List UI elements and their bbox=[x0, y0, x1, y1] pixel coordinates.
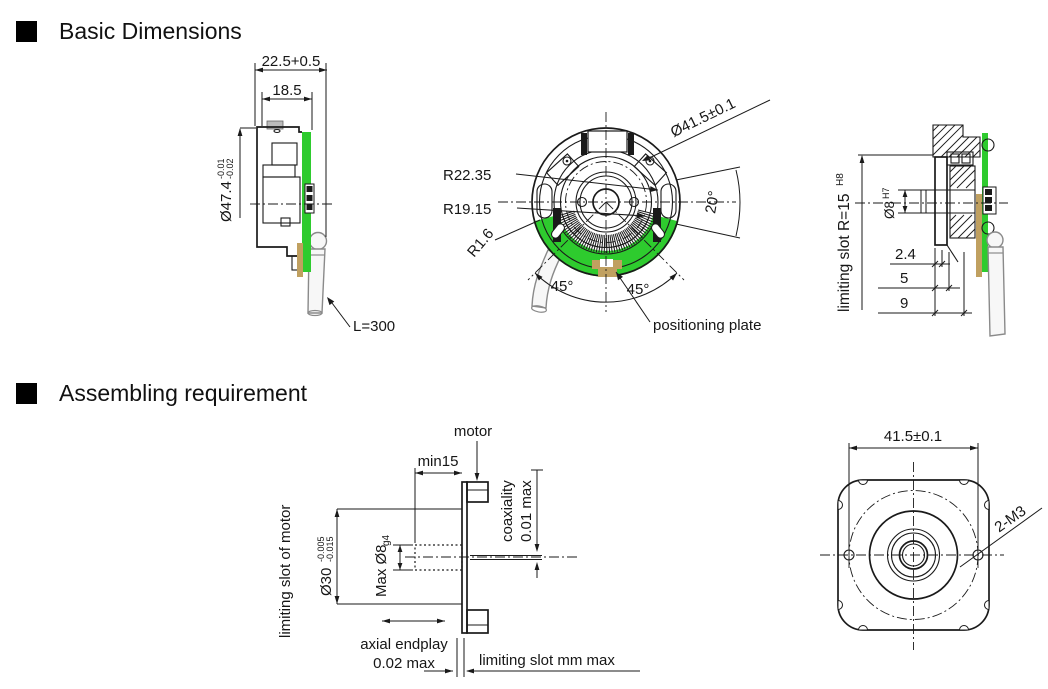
svg-text:-0.01: -0.01 bbox=[216, 158, 226, 179]
section-assembling-requirement-header: Assembling requirement bbox=[16, 380, 307, 407]
motor-shaft-envelope bbox=[414, 544, 463, 571]
angle-left-label: 45° bbox=[551, 278, 574, 295]
motor-label: motor bbox=[454, 423, 492, 440]
pcb-green-arc bbox=[533, 214, 679, 277]
positioning-plate-edge bbox=[976, 194, 982, 277]
svg-text:H7: H7 bbox=[881, 187, 891, 199]
dimension-lines bbox=[494, 99, 771, 323]
dimension-lines bbox=[237, 63, 351, 328]
encoder-hub-section bbox=[920, 151, 976, 263]
depth-3-label: 9 bbox=[900, 295, 908, 312]
clamp-details bbox=[536, 130, 677, 242]
hole-spacing-label: 41.5±0.1 bbox=[884, 428, 942, 445]
angle-window-label: 20° bbox=[702, 190, 723, 215]
coaxiality-label: coaxiality bbox=[499, 480, 516, 542]
positioning-plate-label: positioning plate bbox=[653, 317, 761, 334]
limiting-slot-label: limiting slot R=15 H8 bbox=[835, 173, 853, 312]
positioning-plate bbox=[592, 259, 622, 277]
centerlines bbox=[498, 112, 736, 312]
axial-endplay-value-label: 0.02 max bbox=[373, 655, 435, 672]
angle-right-label: 45° bbox=[627, 281, 650, 298]
section-title: Basic Dimensions bbox=[59, 18, 242, 44]
dimension-lines bbox=[848, 443, 1043, 568]
svg-text:Ø8: Ø8 bbox=[882, 201, 897, 219]
motor-flange bbox=[337, 481, 489, 634]
dim-overall-depth: 22.5+0.5 bbox=[262, 53, 321, 70]
dim-body-depth: 18.5 bbox=[272, 82, 301, 99]
svg-text:Ø30: Ø30 bbox=[318, 568, 335, 596]
cable-length-label: L=300 bbox=[353, 318, 395, 335]
flange-outline bbox=[837, 479, 990, 631]
screw-head bbox=[981, 221, 995, 235]
svg-text:-0.005: -0.005 bbox=[316, 536, 326, 562]
mounting-section-view: limiting slot R=15 H8 Ø8 H7 2.4 5 9 bbox=[835, 124, 1008, 337]
radius-inner-label: R19.15 bbox=[443, 201, 491, 218]
positioning-plate-edge bbox=[297, 243, 303, 277]
axial-endplay-label: axial endplay bbox=[360, 636, 448, 653]
depth-2-label: 5 bbox=[900, 270, 908, 287]
radius-outer-label: R22.35 bbox=[443, 167, 491, 184]
side-section-view: 22.5+0.5 18.5 Ø47.4 -0.01 -0.02 L=300 bbox=[216, 53, 395, 335]
depth-1-label: 2.4 bbox=[895, 246, 916, 263]
encoder-body-outline bbox=[256, 120, 303, 271]
front-view: R22.35 R19.15 R1.6 Ø41.5±0.1 20° 45° 45°… bbox=[443, 95, 771, 334]
svg-text:-0.02: -0.02 bbox=[225, 158, 235, 179]
svg-text:Max Ø8: Max Ø8 bbox=[373, 544, 390, 597]
bore-label: Ø8 H7 bbox=[881, 187, 897, 219]
section-basic-dimensions-header: Basic Dimensions bbox=[16, 18, 242, 45]
cable bbox=[307, 231, 328, 317]
screw-head bbox=[981, 138, 995, 152]
dimension-lines bbox=[858, 154, 972, 317]
section-bullet-icon bbox=[16, 383, 37, 404]
section-title: Assembling requirement bbox=[59, 380, 308, 406]
limiting-slot-max-label: limiting slot mm max bbox=[479, 652, 615, 669]
cable bbox=[986, 231, 1006, 337]
boss-diameter-label: Ø30 -0.005 -0.015 bbox=[316, 536, 335, 596]
connector bbox=[982, 186, 997, 215]
motor-shaft-assembly-view: motor min15 coaxiality 0.01 max Max Ø8 g… bbox=[277, 423, 640, 677]
section-bullet-icon bbox=[16, 21, 37, 42]
dimension-lines bbox=[334, 441, 640, 677]
svg-text:H8: H8 bbox=[835, 173, 846, 186]
svg-text:limiting slot R=15: limiting slot R=15 bbox=[836, 194, 853, 312]
shaft-diameter-label: Max Ø8 g4 bbox=[373, 534, 392, 597]
limiting-slot-of-motor-label: limiting slot of motor bbox=[277, 505, 294, 638]
svg-text:-0.015: -0.015 bbox=[325, 536, 335, 562]
dim-body-diameter: Ø47.4 -0.01 -0.02 bbox=[216, 158, 235, 222]
svg-text:Ø47.4: Ø47.4 bbox=[218, 181, 235, 222]
svg-text:g4: g4 bbox=[381, 534, 392, 546]
encoder-disc-teeth bbox=[556, 209, 656, 254]
coaxiality-value-label: 0.01 max bbox=[518, 480, 535, 542]
radius-slot-label: R1.6 bbox=[464, 225, 497, 260]
mounting-flange-view: 41.5±0.1 2-M3 bbox=[820, 428, 1043, 650]
shaft-min-length-label: min15 bbox=[418, 453, 459, 470]
clamp-diameter-label: Ø41.5±0.1 bbox=[668, 95, 738, 141]
connector bbox=[304, 183, 315, 214]
